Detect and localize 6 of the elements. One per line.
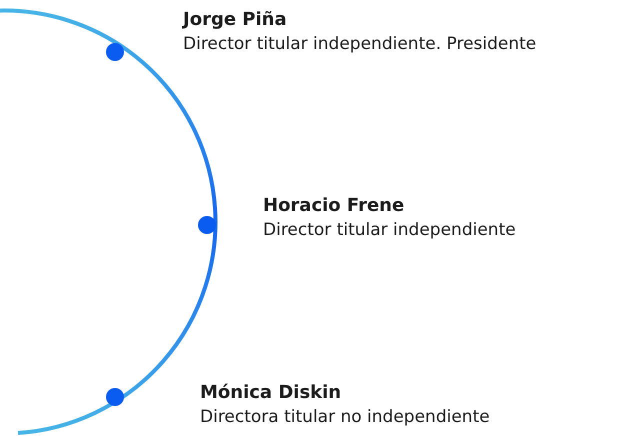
person-name: Horacio Frene <box>263 194 406 218</box>
person-name: Mónica Diskin <box>200 381 342 405</box>
role-text: Director titular independiente. Presidente <box>183 33 536 56</box>
role-text: Directora titular no independiente <box>200 406 490 429</box>
role-text: Director titular independiente <box>263 219 516 242</box>
person-name: Jorge Piña <box>183 8 288 32</box>
